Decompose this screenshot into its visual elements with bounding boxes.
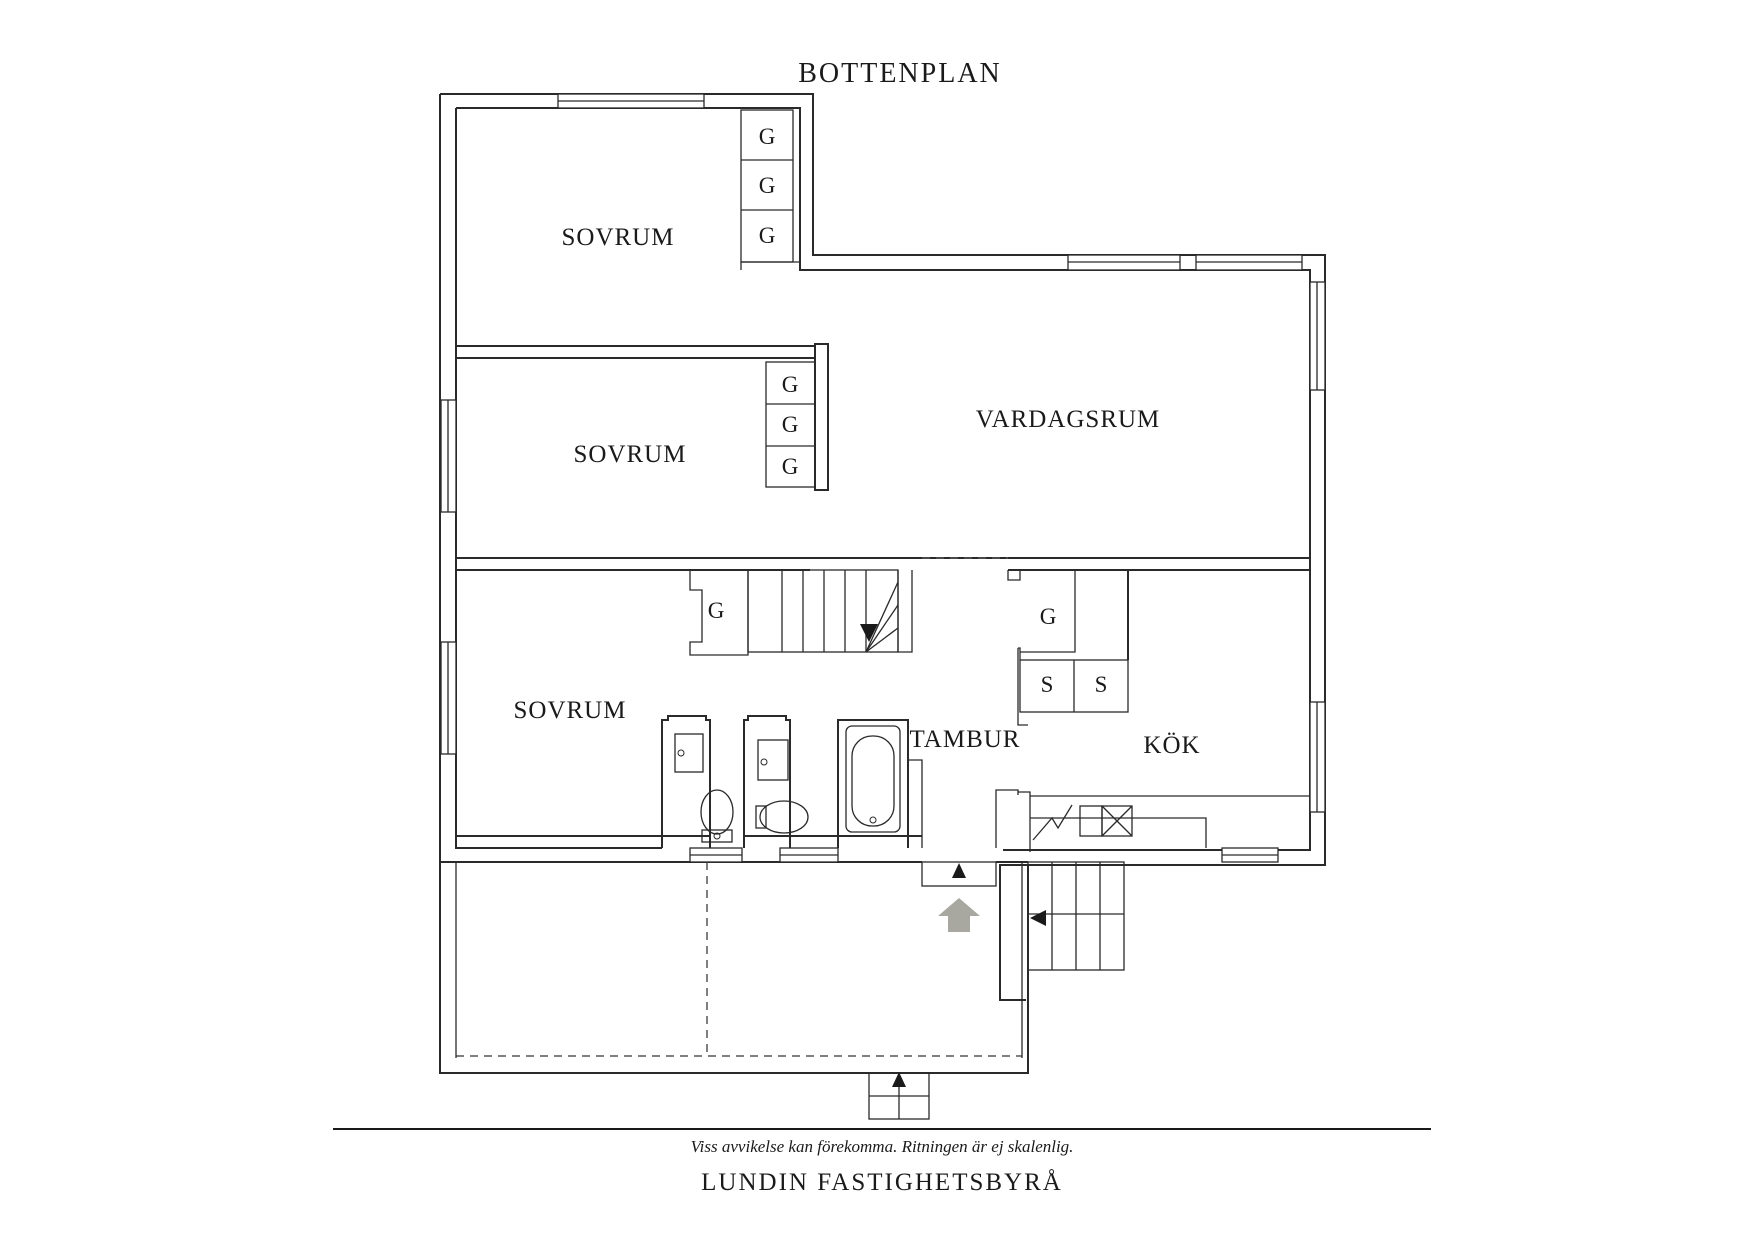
room-label-sovrum-3: SOVRUM (514, 697, 627, 724)
side-stair-arrow-icon (1030, 910, 1046, 926)
room-sovrum-1: SOVRUM (456, 224, 829, 491)
room-label-sovrum-2: SOVRUM (574, 441, 687, 468)
bottom-steps (868, 1072, 930, 1120)
footer-brand: LUNDIN FASTIGHETSBYRÅ (701, 1169, 1063, 1196)
closet-label: G (759, 124, 776, 149)
footer-disclaimer: Viss avvikelse kan förekomma. Ritningen … (691, 1137, 1074, 1156)
closet-label: G (782, 412, 799, 437)
room-tambur: TAMBUR (908, 726, 1021, 848)
room-label-tambur: TAMBUR (910, 726, 1021, 753)
plan-title: BOTTENPLAN (798, 58, 1002, 89)
room-label-sovrum-1: SOVRUM (562, 224, 675, 251)
terrace (440, 861, 1028, 1058)
staircase (747, 569, 913, 653)
bottom-step-arrow-icon (892, 1072, 906, 1087)
entry-arrow-icon (952, 863, 966, 878)
room-sovrum-2: SOVRUM (455, 358, 1310, 571)
closet-label: G (782, 454, 799, 479)
windows (440, 93, 1326, 863)
closet-stairs: G (689, 570, 749, 656)
closet-group-1: G G G (740, 109, 800, 270)
stair-arrow-icon (860, 624, 878, 642)
cabinet-label: S (1041, 672, 1054, 697)
room-vardagsrum: VARDAGSRUM (922, 406, 1161, 559)
closet-tambur: G (1007, 569, 1076, 660)
side-stairs (1027, 861, 1125, 971)
closet-label: G (1040, 604, 1057, 629)
closet-label: G (759, 173, 776, 198)
bathroom-1 (661, 715, 734, 848)
room-label-kok: KÖK (1143, 732, 1200, 759)
closet-label: G (759, 223, 776, 248)
cabinet-group: S S (1017, 569, 1310, 726)
bathroom-3 (837, 719, 922, 848)
entrance-arrow-icon (938, 898, 980, 932)
room-label-vardagsrum: VARDAGSRUM (976, 406, 1161, 433)
entry (921, 861, 997, 932)
closet-group-2: G G G (765, 361, 816, 488)
room-kok: KÖK (1018, 732, 1310, 852)
closet-label: G (782, 372, 799, 397)
cabinet-label: S (1095, 672, 1108, 697)
bathroom-2 (743, 715, 838, 848)
room-sovrum-3: SOVRUM (455, 570, 662, 849)
closet-label: G (708, 598, 725, 623)
